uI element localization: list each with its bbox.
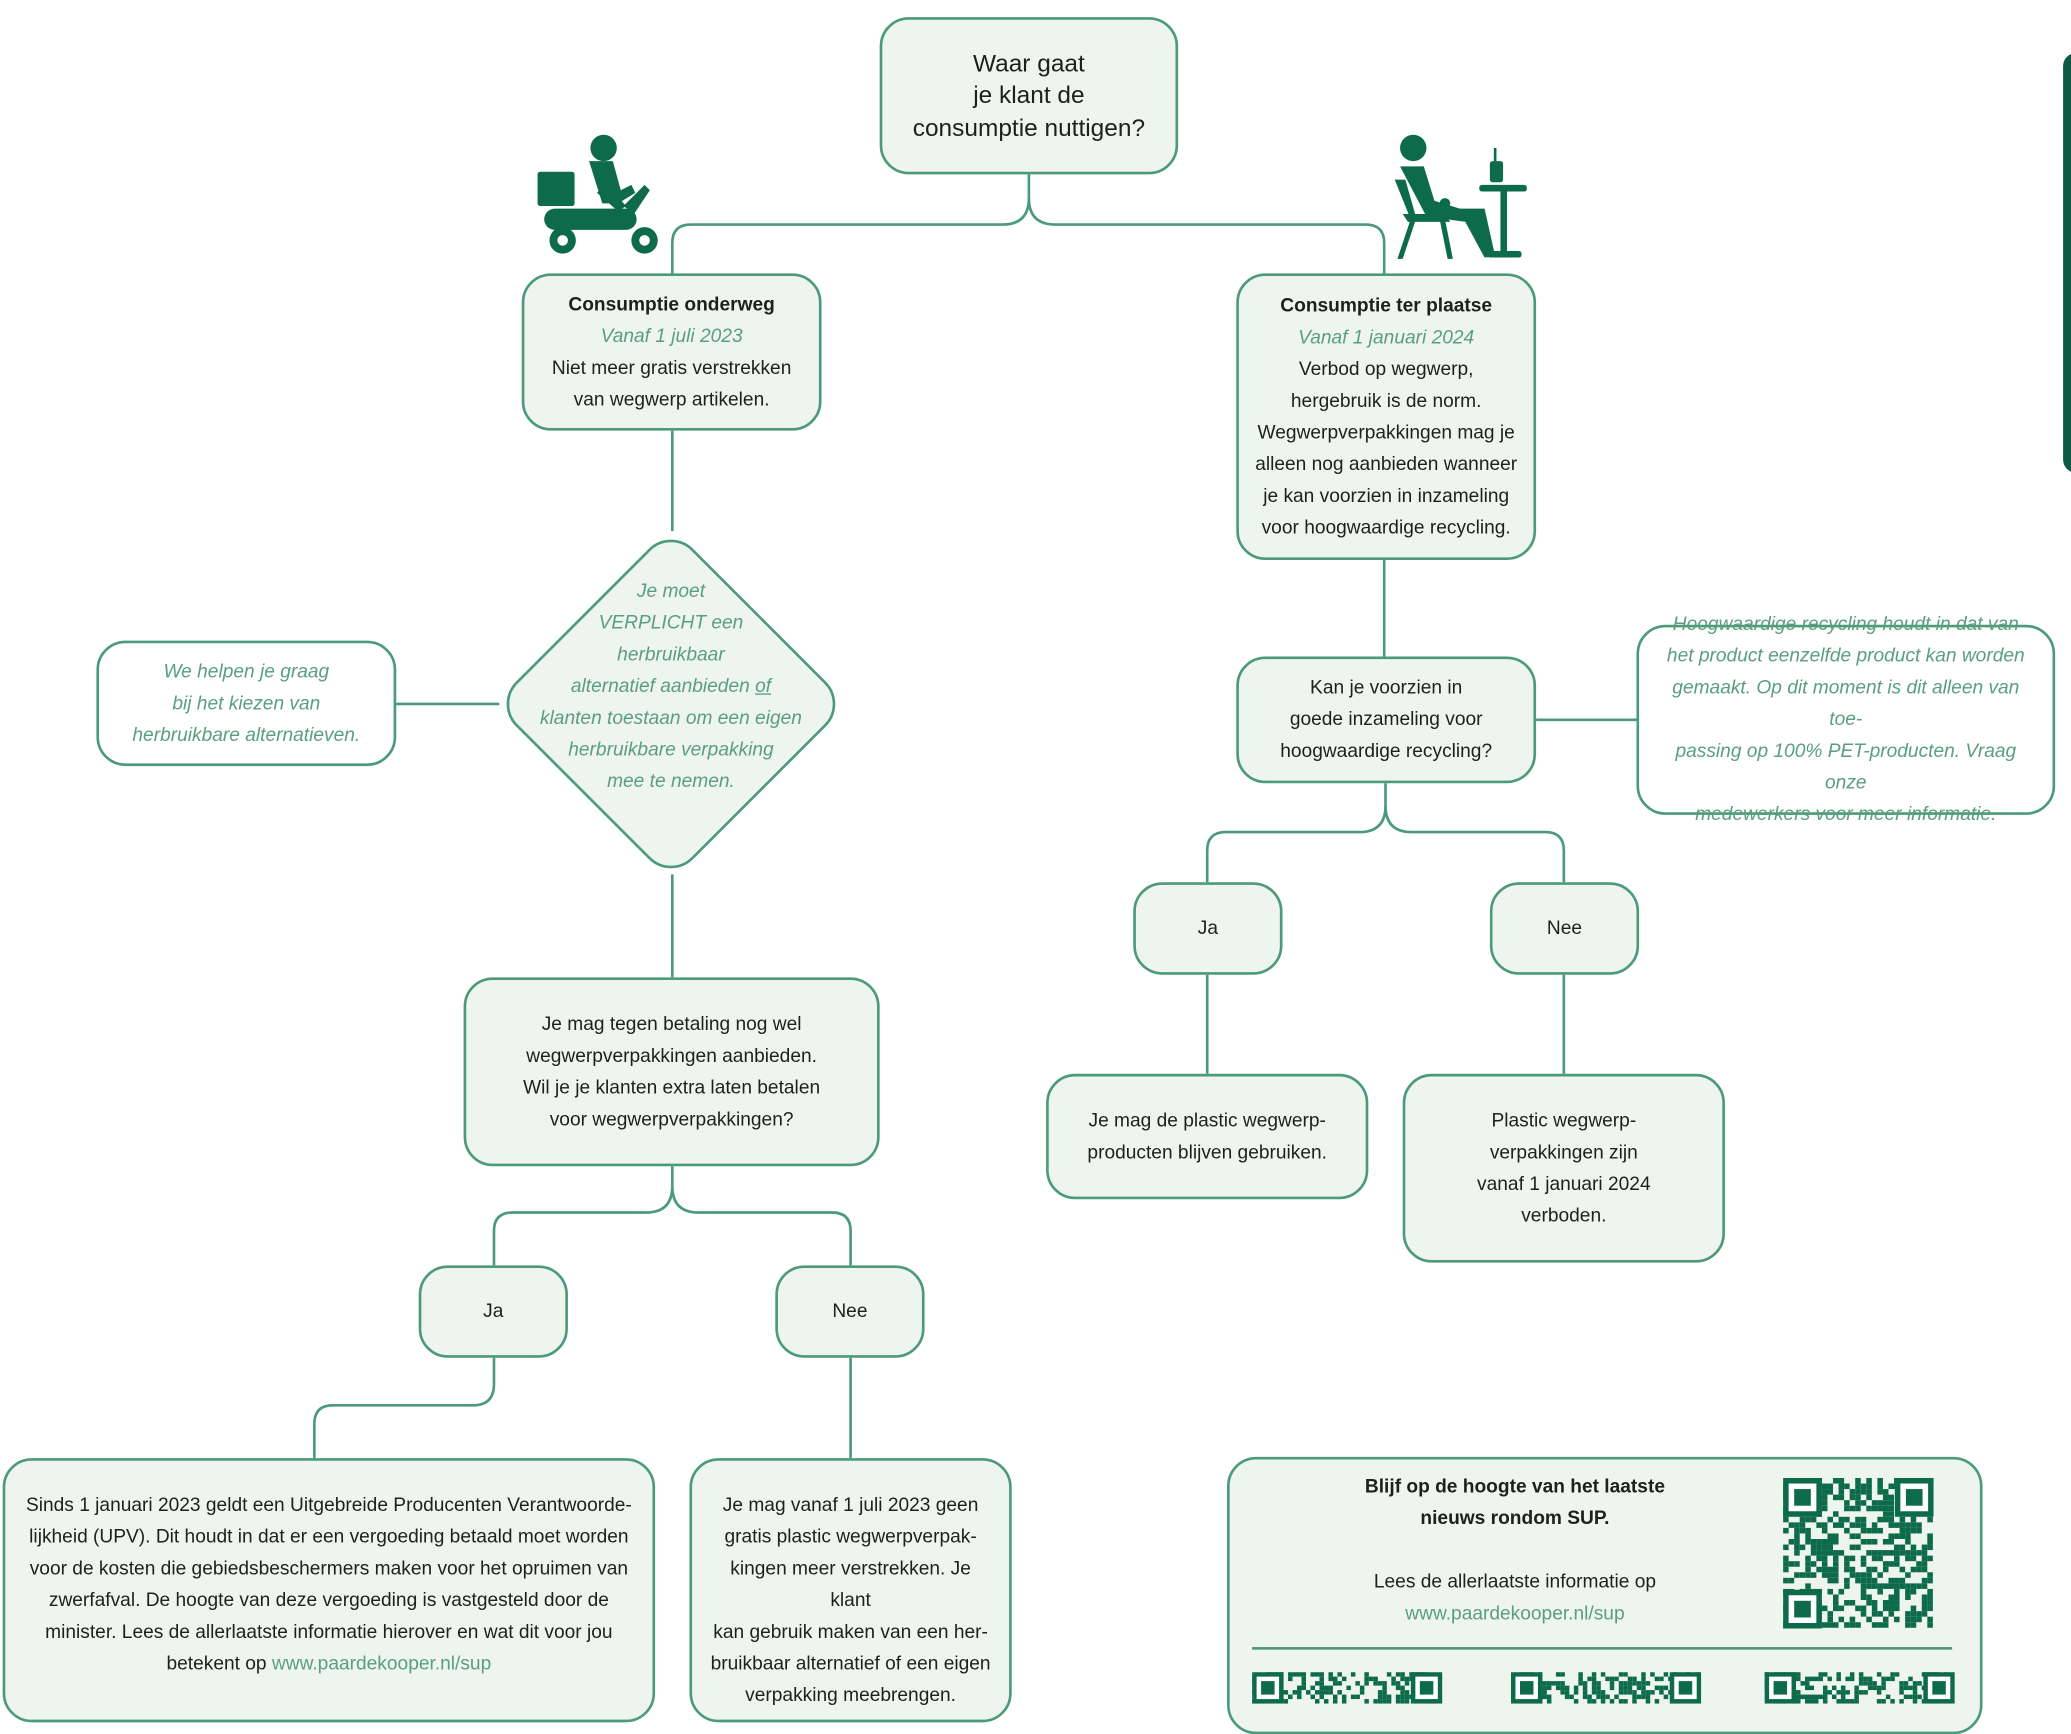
ter-plaatse-line-5: je kan voorzien in inzameling [1263,485,1510,507]
recycling-line-3: gemaakt. Op dit moment is dit alleen van… [1672,677,2020,731]
root-line-1: Waar gaat [972,48,1085,77]
diamond-line-5: klanten toestaan om een eigen [539,707,802,730]
qr-code-icon[interactable] [1764,1672,1955,1704]
ter-plaatse-line-6: voor hoogwaardige recycling. [1261,517,1511,539]
recycling-line-1: Hoogwaardige recycling houdt in dat van [1672,614,2019,636]
news-title-line-1: Blijf op de hoogte van het laatste [1364,1476,1665,1498]
diamond-line-6: herbruikbare verpakking [568,739,774,761]
geen-gratis-box: Je mag vanaf 1 juli 2023 geen gratis pla… [689,1458,1012,1723]
recycling-line-4: passing op 100% PET-producten. Vraag onz… [1675,740,2017,794]
help-note: We helpen je graag bij het kiezen van he… [96,640,397,767]
question-line-1: Je mag tegen betaling nog wel [541,1013,802,1035]
ter-plaatse-date: Vanaf 1 januari 2024 [1298,326,1475,349]
news-link[interactable]: www.paardekooper.nl/sup [1405,1603,1625,1625]
nogratis-line-2: gratis plastic wegwerpverpak- [724,1526,977,1548]
question-line-3: Wil je je klanten extra laten betalen [523,1077,821,1099]
ter-plaatse-line-1: Verbod op wegwerp, [1298,358,1474,380]
nogratis-line-3: kingen meer verstrekken. Je klant [730,1558,971,1612]
recycling-info-note: Hoogwaardige recycling houdt in dat van … [1636,614,2056,825]
onderweg-title: Consumptie onderweg [568,293,775,316]
upv-line-1: Sinds 1 januari 2023 geldt een Uitgebrei… [25,1495,632,1517]
root-line-3: consumptie nuttigen? [912,113,1146,141]
left-yes-label: Ja [483,1300,504,1323]
nogratis-line-5: bruikbaar alternatief of een eigen [710,1653,991,1675]
upv-line-4: zwerfafval. De hoogte van deze vergoedin… [48,1590,609,1612]
verboden-line-2: verpakkingen zijn [1489,1141,1638,1163]
blijven-line-1: Je mag de plastic wegwerp- [1088,1110,1326,1132]
upv-line-6-text: betekent op [166,1653,272,1675]
help-line-1: We helpen je graag [163,661,330,683]
left-yes-box: Ja [418,1265,568,1358]
nogratis-line-1: Je mag vanaf 1 juli 2023 geen [722,1495,979,1517]
question-line-4: voor wegwerpverpakkingen? [549,1108,794,1130]
recycling-line-2: het product eenzelfde product kan worden [1666,645,2025,668]
upv-info-box: Sinds 1 januari 2023 geldt een Uitgebrei… [2,1458,656,1723]
news-divider [1252,1647,1953,1650]
consumptie-onderweg-box: Consumptie onderweg Vanaf 1 juli 2023 Ni… [521,273,822,431]
left-no-label: Nee [832,1300,868,1323]
news-text-line: Lees de allerlaatste informatie op [1373,1571,1657,1593]
nogratis-line-6: verpakking meebrengen. [745,1685,956,1707]
onderweg-date: Vanaf 1 juli 2023 [600,325,743,347]
right-yes-box: Ja [1133,882,1283,975]
verboden-box: Plastic wegwerp- verpakkingen zijn vanaf… [1402,1073,1725,1263]
right-yes-label: Ja [1197,917,1218,940]
news-text: Blijf op de hoogte van het laatste nieuw… [1323,1471,1706,1629]
blijven-line-2: producten blijven gebruiken. [1087,1141,1327,1163]
diamond-line-1: Je moet [636,581,706,603]
recycling-line-5: medewerkers voor meer informatie. [1695,804,1997,826]
qr-code-icon[interactable] [1783,1477,1934,1629]
upv-line-2: lijkheid (UPV). Dit houdt in dat er een … [29,1526,629,1548]
diamond-line-3: herbruikbaar [617,644,725,666]
diamond-line-2: VERPLICHT een [598,612,744,634]
inzameling-line-3: hoogwaardige recycling? [1280,740,1493,763]
verboden-line-4: verboden. [1521,1205,1607,1227]
inzameling-question: Kan je voorzien in goede inzameling voor… [1236,656,1537,784]
blijven-gebruiken-box: Je mag de plastic wegwerp- producten bli… [1046,1073,1369,1200]
consumptie-ter-plaatse-box: Consumptie ter plaatse Vanaf 1 januari 2… [1236,273,1537,561]
diamond-text: Je moet VERPLICHT een herbruikbaar alter… [526,576,817,801]
ter-plaatse-title: Consumptie ter plaatse [1280,295,1493,317]
right-no-box: Nee [1489,882,1640,975]
news-spacer [1323,1535,1706,1567]
ter-plaatse-line-4: alleen nog aanbieden wanneer [1255,453,1518,475]
verboden-line-1: Plastic wegwerp- [1491,1110,1637,1132]
upv-line-5: minister. Lees de allerlaatste informati… [45,1621,613,1644]
person-sitting-at-table-icon [1394,134,1527,259]
question-line-2: wegwerpverpakkingen aanbieden. [526,1045,817,1067]
news-title-line-2: nieuws rondom SUP. [1420,1508,1610,1530]
onderweg-line-1: Niet meer gratis verstrekken [551,357,792,379]
upv-link[interactable]: www.paardekooper.nl/sup [271,1653,492,1675]
extra-betalen-question: Je mag tegen betaling nog wel wegwerpver… [463,977,880,1167]
qr-code-icon[interactable] [1510,1672,1702,1704]
scooter-delivery-icon [537,134,658,254]
root-question: Waar gaat je klant de consumptie nuttige… [879,17,1179,175]
left-no-box: Nee [775,1265,925,1358]
upv-line-3: voor de kosten die gebiedsbeschermers ma… [29,1558,629,1580]
ter-plaatse-line-2: hergebruik is de norm. [1290,390,1482,412]
qr-code-icon[interactable] [1252,1672,1443,1704]
sidebar-edge [2063,52,2071,473]
diamond-line-7: mee te nemen. [607,771,735,793]
ter-plaatse-line-3: Wegwerpverpakkingen mag je [1257,421,1515,444]
diamond-line-4: alternatief aanbieden of [526,671,817,703]
inzameling-line-1: Kan je voorzien in [1310,677,1463,699]
diamond-line-4-text: alternatief aanbieden [570,676,756,698]
diamond-or-underlined: of [755,676,772,698]
root-line-2: je klant de [973,80,1085,109]
help-line-2: bij het kiezen van [172,692,321,714]
onderweg-line-2: van wegwerp artikelen. [573,388,770,411]
verboden-line-3: vanaf 1 januari 2024 [1477,1173,1651,1195]
nogratis-line-4: kan gebruik maken van een her- [713,1621,988,1644]
help-line-3: herbruikbare alternatieven. [132,724,361,746]
inzameling-line-2: goede inzameling voor [1289,709,1483,731]
right-no-label: Nee [1546,917,1583,940]
upv-line-6: betekent op www.paardekooper.nl/sup [166,1648,491,1680]
